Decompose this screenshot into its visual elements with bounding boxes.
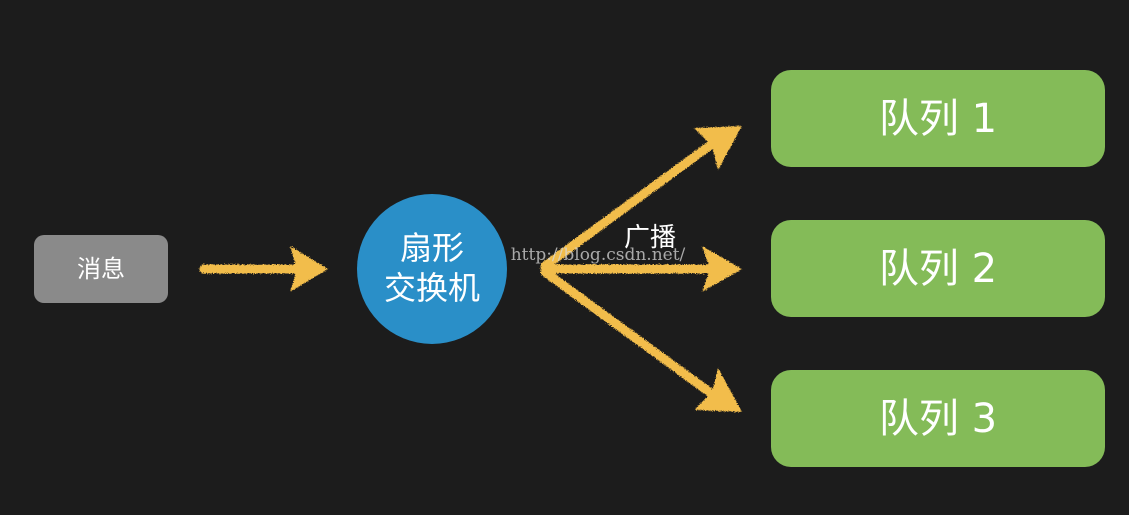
broadcast-arrow-queue-2: [540, 246, 742, 292]
exchange-circle: [357, 194, 507, 344]
queue-1-node: 队列 1: [771, 70, 1105, 167]
message-box: [34, 235, 168, 303]
queue-2-box: [771, 220, 1105, 317]
message-label: 消息: [77, 255, 125, 283]
queue-3-box: [771, 370, 1105, 467]
message-node: 消息: [34, 235, 168, 303]
exchange-label-line1: 扇形: [400, 229, 464, 267]
queue-3-label: 队列 3: [879, 396, 997, 442]
watermark-text: http://blog.csdn.net/: [511, 245, 686, 265]
queue-1-label: 队列 1: [879, 96, 997, 142]
fanout-exchange-node: 扇形 交换机: [357, 194, 507, 344]
broadcast-arrow-queue-3: [540, 267, 742, 412]
broadcast-arrow-queue-1: [540, 126, 742, 271]
broadcast-label: 广播: [624, 223, 676, 253]
queue-1-box: [771, 70, 1105, 167]
message-to-exchange-arrow: [199, 246, 328, 292]
exchange-label-line2: 交换机: [384, 269, 480, 307]
queue-3-node: 队列 3: [771, 370, 1105, 467]
queue-2-label: 队列 2: [879, 246, 997, 292]
queue-2-node: 队列 2: [771, 220, 1105, 317]
